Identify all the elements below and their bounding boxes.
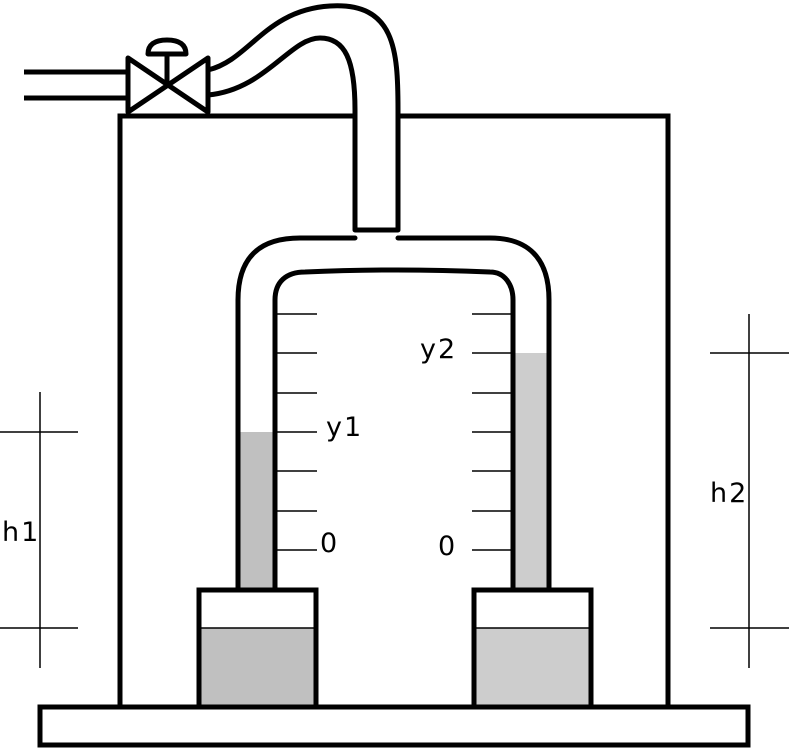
u-tube-inner [272,267,516,593]
liquid-right-tube [513,353,549,592]
liquid-left-reservoir [199,628,316,707]
valve-icon [125,37,211,115]
dimension-h1 [0,392,78,668]
right-reservoir [471,587,594,710]
hose [205,3,401,233]
base-plate [37,704,751,748]
label-y1: y1 [326,412,363,443]
label-zero-right: 0 [438,531,457,562]
u-tube-outer [235,235,552,593]
liquid-left-tube [238,432,275,592]
left-reservoir [196,587,319,710]
dimension-h2 [710,314,789,668]
label-h2: h2 [710,478,748,509]
label-zero-left: 0 [320,528,339,559]
liquid-right-reservoir [474,628,591,707]
label-y2: y2 [420,334,457,365]
label-h1: h1 [2,517,40,548]
right-scale [472,313,513,551]
left-scale [275,313,317,551]
